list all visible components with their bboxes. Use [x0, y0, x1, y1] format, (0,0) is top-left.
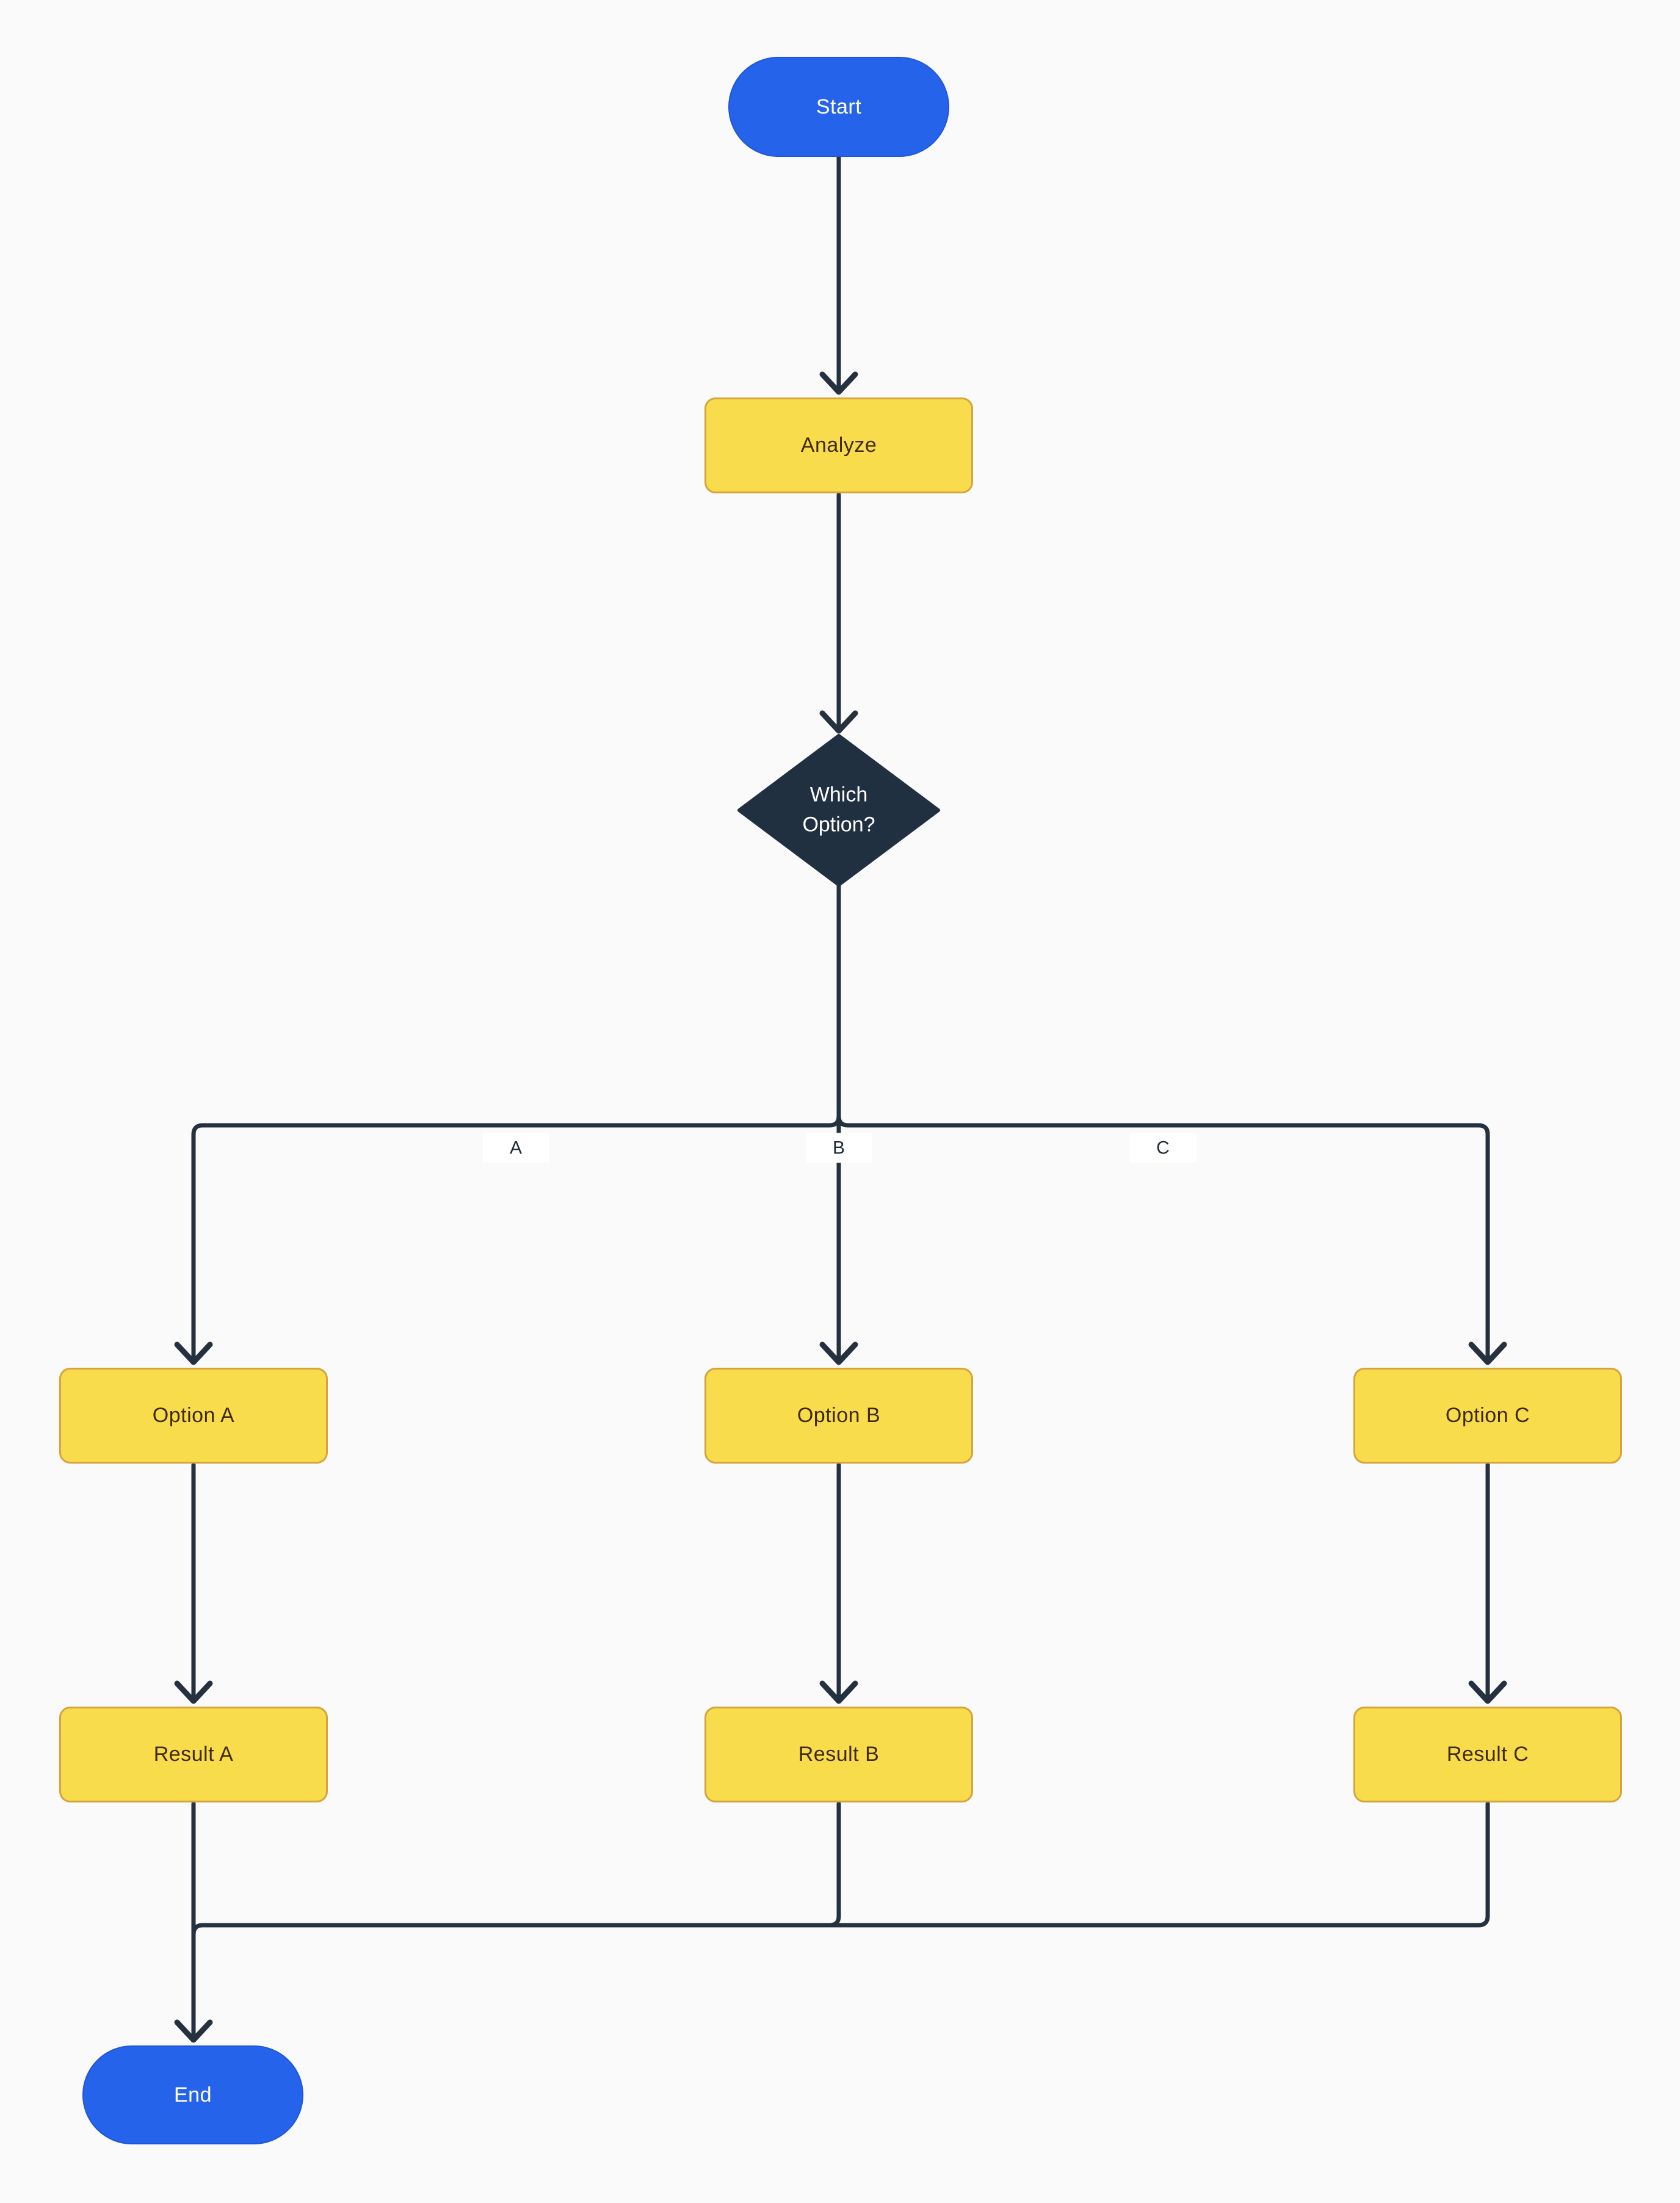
- edge-result-b-end: [191, 1801, 841, 1937]
- arrowhead-end: [174, 2019, 213, 2043]
- node-option-b: Option B: [704, 1368, 973, 1464]
- node-start: Start: [728, 57, 949, 157]
- node-analyze: Analyze: [704, 397, 973, 493]
- arrowhead-analyze: [819, 371, 858, 395]
- arrowhead-result-c: [1468, 1680, 1507, 1704]
- arrowhead-result-b: [819, 1680, 858, 1704]
- edge-decision-option-c: [836, 882, 1490, 1361]
- edge-label-c: C: [1129, 1133, 1197, 1163]
- node-option-a: Option A: [59, 1368, 328, 1464]
- node-option-c: Option C: [1353, 1368, 1622, 1464]
- edge-label-b: B: [805, 1133, 872, 1163]
- node-end: End: [82, 2045, 303, 2144]
- edge-decision-option-a: [191, 882, 841, 1361]
- arrowhead-decision: [819, 710, 858, 734]
- node-result-c: Result C: [1353, 1707, 1622, 1802]
- decision-diamond: [737, 734, 940, 887]
- node-result-a: Result A: [59, 1707, 328, 1802]
- node-result-b: Result B: [704, 1707, 973, 1802]
- edge-label-a: A: [482, 1133, 549, 1163]
- arrowhead-option-c: [1468, 1341, 1507, 1365]
- arrowhead-result-a: [174, 1680, 213, 1704]
- arrowhead-option-a: [174, 1341, 213, 1365]
- arrowhead-option-b: [819, 1341, 858, 1365]
- node-decision-label: Which Option?: [802, 783, 875, 837]
